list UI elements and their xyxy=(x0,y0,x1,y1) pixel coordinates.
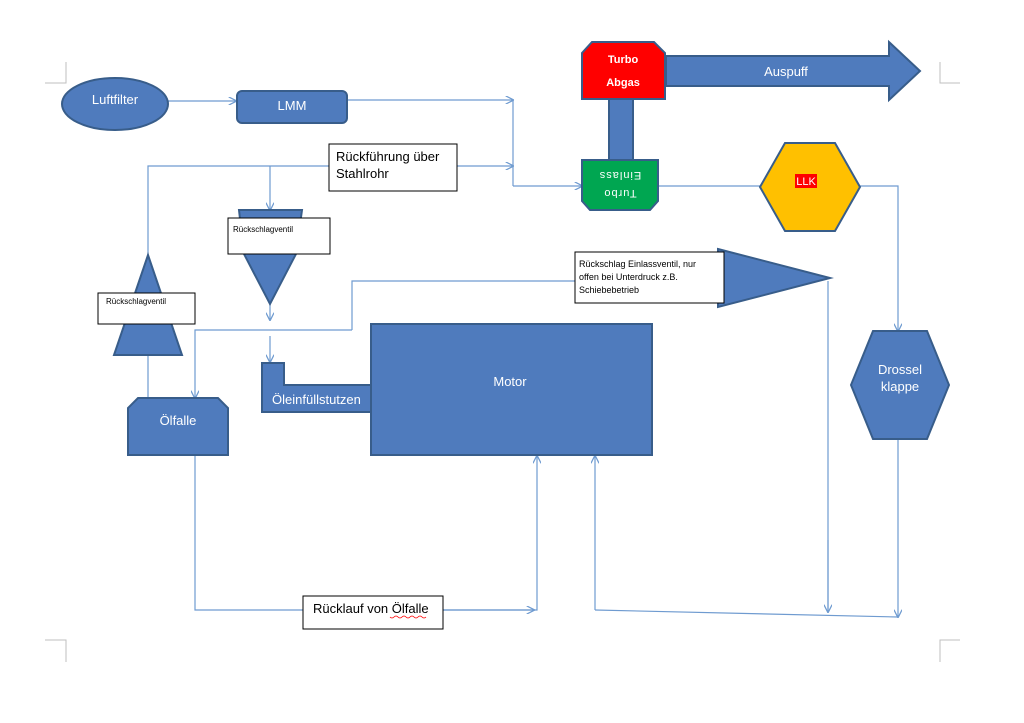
turbo-abgas-label-1: Turbo xyxy=(608,54,639,66)
drossel-label-1: Drossel xyxy=(878,362,922,377)
rueckschlagventil-left-label: Rückschlagventil xyxy=(106,297,166,306)
auspuff-arrow: Auspuff xyxy=(665,39,922,103)
turbo-abgas-node: Turbo Abgas xyxy=(581,41,666,100)
motor-node: Motor xyxy=(370,323,653,456)
luftfilter-node: Luftfilter xyxy=(61,77,169,131)
connector-llk-drossel xyxy=(860,185,898,331)
drossel-label-2: klappe xyxy=(881,379,919,394)
motor-label: Motor xyxy=(493,374,527,389)
connector-motor-top-up xyxy=(351,280,575,330)
rueckschlag-einlass-label-3: Schiebebetrieb xyxy=(579,285,639,295)
lmm-node: LMM xyxy=(236,90,348,124)
oeleinfuellstutzen-node: Öleinfüllstutzen xyxy=(261,362,372,413)
rueckschlagventil-center: Rückschlagventil xyxy=(227,209,331,307)
rueckfuehrung-label-1: Rückführung über xyxy=(336,149,440,164)
turbo-shaft xyxy=(608,98,634,162)
rueckschlag-einlass-label-2: offen bei Unterdruck z.B. xyxy=(579,272,678,282)
rueckschlag-einlass-node: Rückschlag Einlassventil, nur offen bei … xyxy=(574,247,834,309)
ruecklauf-box: Rücklauf von Ölfalle xyxy=(302,595,444,630)
turbo-einlass-label-2: Einlass xyxy=(599,169,641,181)
rueckfuehrung-label-2: Stahlrohr xyxy=(336,166,389,181)
oelfalle-node: Ölfalle xyxy=(127,397,229,456)
turbo-einlass-node: Turbo Einlass xyxy=(581,159,659,211)
rueckschlag-einlass-label-1: Rückschlag Einlassventil, nur xyxy=(579,259,696,269)
rueckfuehrung-box: Rückführung über Stahlrohr xyxy=(328,143,458,192)
llk-label: LLK xyxy=(796,176,816,188)
connector-oelfalle-down xyxy=(194,455,303,611)
auspuff-label: Auspuff xyxy=(764,64,808,79)
ruecklauf-label: Rücklauf von Ölfalle xyxy=(313,601,429,616)
connector-horizontal-oelfalle xyxy=(195,329,352,398)
drosselklappe-node: Drossel klappe xyxy=(849,330,951,440)
oelfalle-label: Ölfalle xyxy=(160,413,197,428)
rueckschlagventil-left: Rückschlagventil xyxy=(97,251,196,356)
turbo-abgas-label-2: Abgas xyxy=(606,77,640,89)
luftfilter-label: Luftfilter xyxy=(92,92,139,107)
rueckschlagventil-center-label: Rückschlagventil xyxy=(233,225,293,234)
connector-ruecklauf-motor xyxy=(443,456,537,611)
connector-rueckfuehrung-left xyxy=(147,165,329,255)
crop-marks xyxy=(45,62,960,662)
lmm-label: LMM xyxy=(278,98,307,113)
llk-label-highlight xyxy=(795,174,817,188)
connector-bottom-return xyxy=(594,609,899,618)
turbo-einlass-label-1: Turbo xyxy=(603,187,636,199)
spellcheck-underline xyxy=(389,615,427,619)
oeleinfuellstutzen-label: Öleinfüllstutzen xyxy=(272,392,361,407)
llk-node: LLK xyxy=(758,142,862,232)
connectors xyxy=(147,100,899,618)
